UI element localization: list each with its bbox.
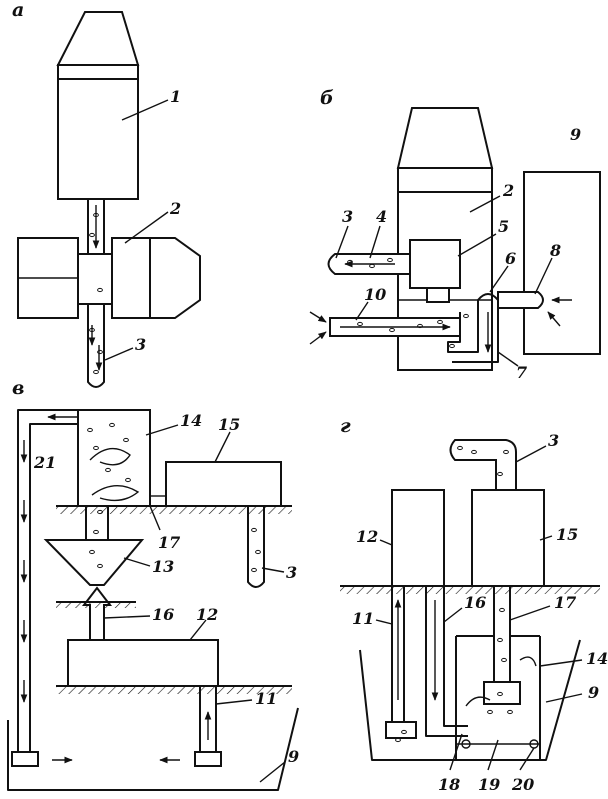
- label-12: 12: [196, 605, 218, 624]
- flow-arrow-in: [310, 332, 326, 344]
- ejector-nozzle: [84, 588, 110, 640]
- leader-12: [380, 540, 392, 545]
- pipe-17: [494, 586, 510, 682]
- panel-d-title: г: [340, 415, 351, 437]
- label-3: 3: [286, 563, 297, 582]
- separator-box: [410, 240, 460, 288]
- label-13: 13: [152, 557, 174, 576]
- panel-a-title: а: [12, 0, 24, 21]
- leader-15: [215, 432, 230, 462]
- particle: [488, 710, 493, 713]
- engine-band: [398, 168, 492, 192]
- tank-15: [166, 462, 281, 506]
- funnel-13: [46, 540, 142, 585]
- panel-b-title: б: [320, 87, 334, 109]
- label-7: 7: [516, 363, 527, 382]
- particle: [94, 530, 99, 533]
- label-11: 11: [255, 689, 277, 708]
- label-4: 4: [376, 207, 387, 226]
- block-12: [68, 640, 218, 686]
- aerator-right: [195, 752, 221, 766]
- particle: [502, 658, 507, 661]
- panel-a: а 1 2 3: [12, 0, 200, 387]
- pump-core: [78, 254, 112, 304]
- aerator-left: [12, 752, 38, 766]
- label-15: 15: [556, 525, 578, 544]
- label-21: 21: [33, 453, 56, 472]
- label-2: 2: [169, 199, 181, 218]
- label-19: 19: [478, 775, 500, 794]
- engine-body: [58, 79, 138, 199]
- label-14: 14: [180, 411, 202, 430]
- leader-7: [498, 352, 518, 366]
- leader-17: [510, 606, 550, 620]
- label-9: 9: [588, 683, 599, 702]
- leader-14: [540, 660, 582, 666]
- outlet-pipe: [451, 440, 517, 490]
- leader-13: [124, 558, 150, 566]
- label-9: 9: [288, 747, 299, 766]
- leader-16: [104, 616, 150, 618]
- tower-12: [392, 490, 444, 586]
- label-10: 10: [364, 285, 386, 304]
- label-17: 17: [554, 593, 576, 612]
- label-6: 6: [505, 249, 516, 268]
- label-15: 15: [218, 415, 240, 434]
- label-3: 3: [342, 207, 353, 226]
- vortex-swirl: [520, 657, 536, 666]
- label-16: 16: [152, 605, 174, 624]
- label-9: 9: [570, 125, 581, 144]
- engine-top-cone: [58, 12, 138, 65]
- particle: [396, 738, 401, 741]
- aerator-18: [386, 722, 416, 738]
- leader-3: [105, 348, 133, 360]
- leader-3: [262, 568, 284, 572]
- label-12: 12: [356, 527, 378, 546]
- panel-b: б 2 3 4 5 6: [310, 87, 600, 382]
- outlet-pipe: [248, 506, 264, 587]
- tank-9: [8, 708, 298, 790]
- leader-11: [376, 620, 392, 624]
- particle: [252, 528, 257, 531]
- particle: [498, 638, 503, 641]
- particle: [90, 233, 95, 236]
- pump-nose: [150, 238, 200, 318]
- air-pipe-8: [498, 292, 543, 308]
- label-3: 3: [135, 335, 146, 354]
- panel-d: г: [340, 415, 608, 794]
- label-2: 2: [502, 181, 514, 200]
- leader-16: [444, 608, 462, 622]
- label-20: 20: [511, 775, 534, 794]
- label-8: 8: [549, 241, 561, 260]
- panel-c-title: в: [12, 377, 24, 399]
- label-3: 3: [548, 431, 559, 450]
- label-18: 18: [438, 775, 460, 794]
- particle: [508, 710, 513, 713]
- ground-hatch: [56, 506, 292, 514]
- engine-band: [58, 65, 138, 79]
- label-17: 17: [158, 533, 180, 552]
- tank-9: [524, 172, 600, 354]
- ground-hatch: [56, 602, 136, 608]
- label-1: 1: [170, 87, 181, 106]
- panel-c: в: [8, 377, 299, 790]
- particle: [94, 370, 99, 373]
- particle: [256, 550, 261, 553]
- flow-arrow-in: [310, 312, 326, 322]
- label-16: 16: [464, 593, 486, 612]
- particle: [500, 608, 505, 611]
- label-14: 14: [586, 649, 608, 668]
- outlet-pipe: [88, 304, 104, 387]
- leader-3: [516, 446, 546, 462]
- engine-top-cone: [398, 108, 492, 168]
- particle: [252, 568, 257, 571]
- tower-15: [472, 490, 544, 586]
- leader-11: [216, 700, 252, 704]
- separator-throat: [427, 288, 449, 302]
- label-11: 11: [352, 609, 374, 628]
- pump-right-block: [112, 238, 150, 318]
- label-5: 5: [498, 217, 509, 236]
